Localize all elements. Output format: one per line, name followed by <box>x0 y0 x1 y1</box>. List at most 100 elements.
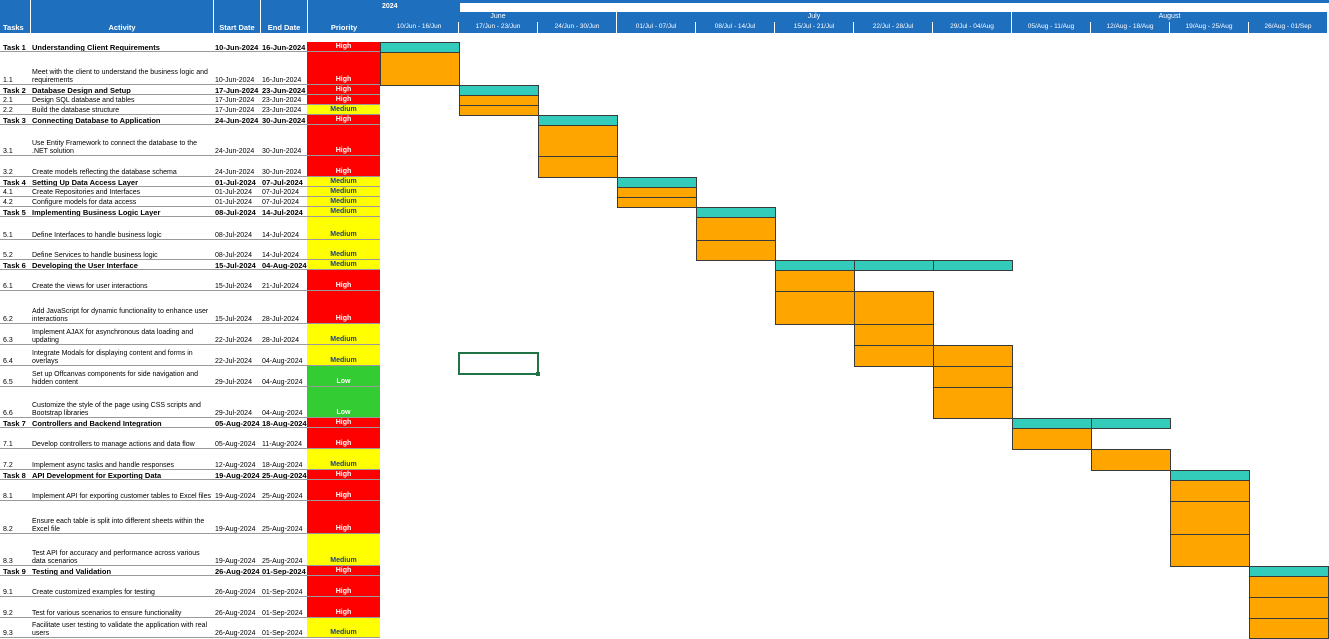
end-date: 30-Jun-2024 <box>262 169 302 176</box>
row-id: 4.1 <box>3 189 13 196</box>
row-divider <box>0 617 380 618</box>
start-date: 19-Aug-2024 <box>215 558 256 565</box>
end-date: 04-Aug-2024 <box>262 261 307 270</box>
row-id: Task 4 <box>3 178 26 187</box>
priority-badge: High <box>307 85 380 95</box>
end-date: 04-Aug-2024 <box>262 358 303 365</box>
start-date: 26-Aug-2024 <box>215 630 256 637</box>
row-id: Task 7 <box>3 419 26 428</box>
subtask-bar[interactable] <box>617 197 697 208</box>
priority-badge: Medium <box>307 105 380 115</box>
start-date: 26-Aug-2024 <box>215 589 256 596</box>
row-divider <box>0 500 380 501</box>
row-divider <box>0 176 380 177</box>
row-divider <box>0 427 380 428</box>
row-divider <box>0 155 380 156</box>
subtask-activity: Define Interfaces to handle business log… <box>32 232 162 239</box>
priority-badge: High <box>307 156 380 177</box>
subtask-bar[interactable] <box>538 156 618 178</box>
week-label: 10/Jun - 16/Jun <box>380 22 459 33</box>
row-divider <box>0 186 380 187</box>
priority-badge: Medium <box>307 177 380 187</box>
timeline-header-band <box>380 0 1329 3</box>
subtask-activity: Design SQL database and tables <box>32 97 135 104</box>
subtask-bar[interactable] <box>1012 428 1092 450</box>
subtask-activity: Implement async tasks and handle respons… <box>32 462 175 469</box>
header-activity[interactable]: Activity <box>30 0 213 33</box>
task-bar[interactable] <box>854 260 934 271</box>
subtask-bar[interactable] <box>1170 480 1250 502</box>
priority-badge: Medium <box>307 345 380 366</box>
row-id: 6.5 <box>3 379 13 386</box>
end-date: 01-Sep-2024 <box>262 589 303 596</box>
start-date: 08-Jul-2024 <box>215 252 252 259</box>
priority-badge: Medium <box>307 260 380 270</box>
subtask-bar[interactable] <box>538 125 618 157</box>
subtask-bar[interactable] <box>854 345 934 367</box>
row-id: 6.2 <box>3 316 13 323</box>
row-divider <box>0 448 380 449</box>
start-date: 22-Jul-2024 <box>215 337 252 344</box>
end-date: 25-Aug-2024 <box>262 526 303 533</box>
start-date: 19-Aug-2024 <box>215 471 260 480</box>
row-id: Task 9 <box>3 567 26 576</box>
row-divider <box>0 124 380 125</box>
start-date: 24-Jun-2024 <box>215 169 255 176</box>
subtask-bar[interactable] <box>1170 501 1250 535</box>
fill-handle[interactable] <box>536 372 540 376</box>
row-id: 6.6 <box>3 410 13 417</box>
selected-cell[interactable] <box>458 352 539 375</box>
header-end-date[interactable]: End Date <box>260 0 307 33</box>
subtask-bar[interactable] <box>775 270 855 292</box>
row-id: 9.1 <box>3 589 13 596</box>
subtask-bar[interactable] <box>933 345 1013 367</box>
subtask-bar[interactable] <box>696 240 776 261</box>
header-priority[interactable]: Priority <box>307 0 380 33</box>
row-id: 5.1 <box>3 232 13 239</box>
subtask-bar[interactable] <box>1249 618 1329 639</box>
row-divider <box>0 637 380 638</box>
start-date: 29-Jul-2024 <box>215 379 252 386</box>
row-id: 2.1 <box>3 97 13 104</box>
subtask-bar[interactable] <box>854 324 934 346</box>
priority-badge: Low <box>307 366 380 387</box>
subtask-bar[interactable] <box>1249 597 1329 619</box>
end-date: 25-Aug-2024 <box>262 558 303 565</box>
subtask-bar[interactable] <box>1249 576 1329 598</box>
subtask-activity: Implement AJAX for asynchronous data loa… <box>32 329 194 344</box>
header-tasks[interactable]: Tasks <box>0 0 30 33</box>
header-start-date[interactable]: Start Date <box>213 0 260 33</box>
priority-badge: High <box>307 115 380 125</box>
priority-badge: Medium <box>307 324 380 345</box>
end-date: 04-Aug-2024 <box>262 379 303 386</box>
start-date: 17-Jun-2024 <box>215 97 255 104</box>
week-label: 01/Jul - 07/Jul <box>617 22 696 33</box>
subtask-bar[interactable] <box>933 387 1013 419</box>
priority-badge: High <box>307 597 380 618</box>
start-date: 08-Jul-2024 <box>215 232 252 239</box>
subtask-bar[interactable] <box>459 105 539 116</box>
priority-badge: High <box>307 418 380 428</box>
subtask-bar[interactable] <box>854 291 934 325</box>
start-date: 19-Aug-2024 <box>215 493 256 500</box>
row-divider <box>0 365 380 366</box>
row-divider <box>0 323 380 324</box>
subtask-bar[interactable] <box>1170 534 1250 567</box>
row-id: 9.3 <box>3 630 13 637</box>
priority-badge: High <box>307 42 380 52</box>
subtask-bar[interactable] <box>775 291 855 325</box>
end-date: 21-Jul-2024 <box>262 283 299 290</box>
start-date: 15-Jul-2024 <box>215 261 256 270</box>
subtask-bar[interactable] <box>380 52 460 86</box>
subtask-bar[interactable] <box>1091 449 1171 471</box>
end-date: 14-Jul-2024 <box>262 252 299 259</box>
task-bar[interactable] <box>1091 418 1171 429</box>
task-bar[interactable] <box>933 260 1013 271</box>
start-date: 24-Jun-2024 <box>215 116 259 125</box>
subtask-bar[interactable] <box>933 366 1013 388</box>
end-date: 04-Aug-2024 <box>262 410 303 417</box>
priority-badge: High <box>307 428 380 449</box>
subtask-bar[interactable] <box>696 217 776 241</box>
month-label: June <box>380 12 617 22</box>
week-label: 17/Jun - 23/Jun <box>459 22 538 33</box>
